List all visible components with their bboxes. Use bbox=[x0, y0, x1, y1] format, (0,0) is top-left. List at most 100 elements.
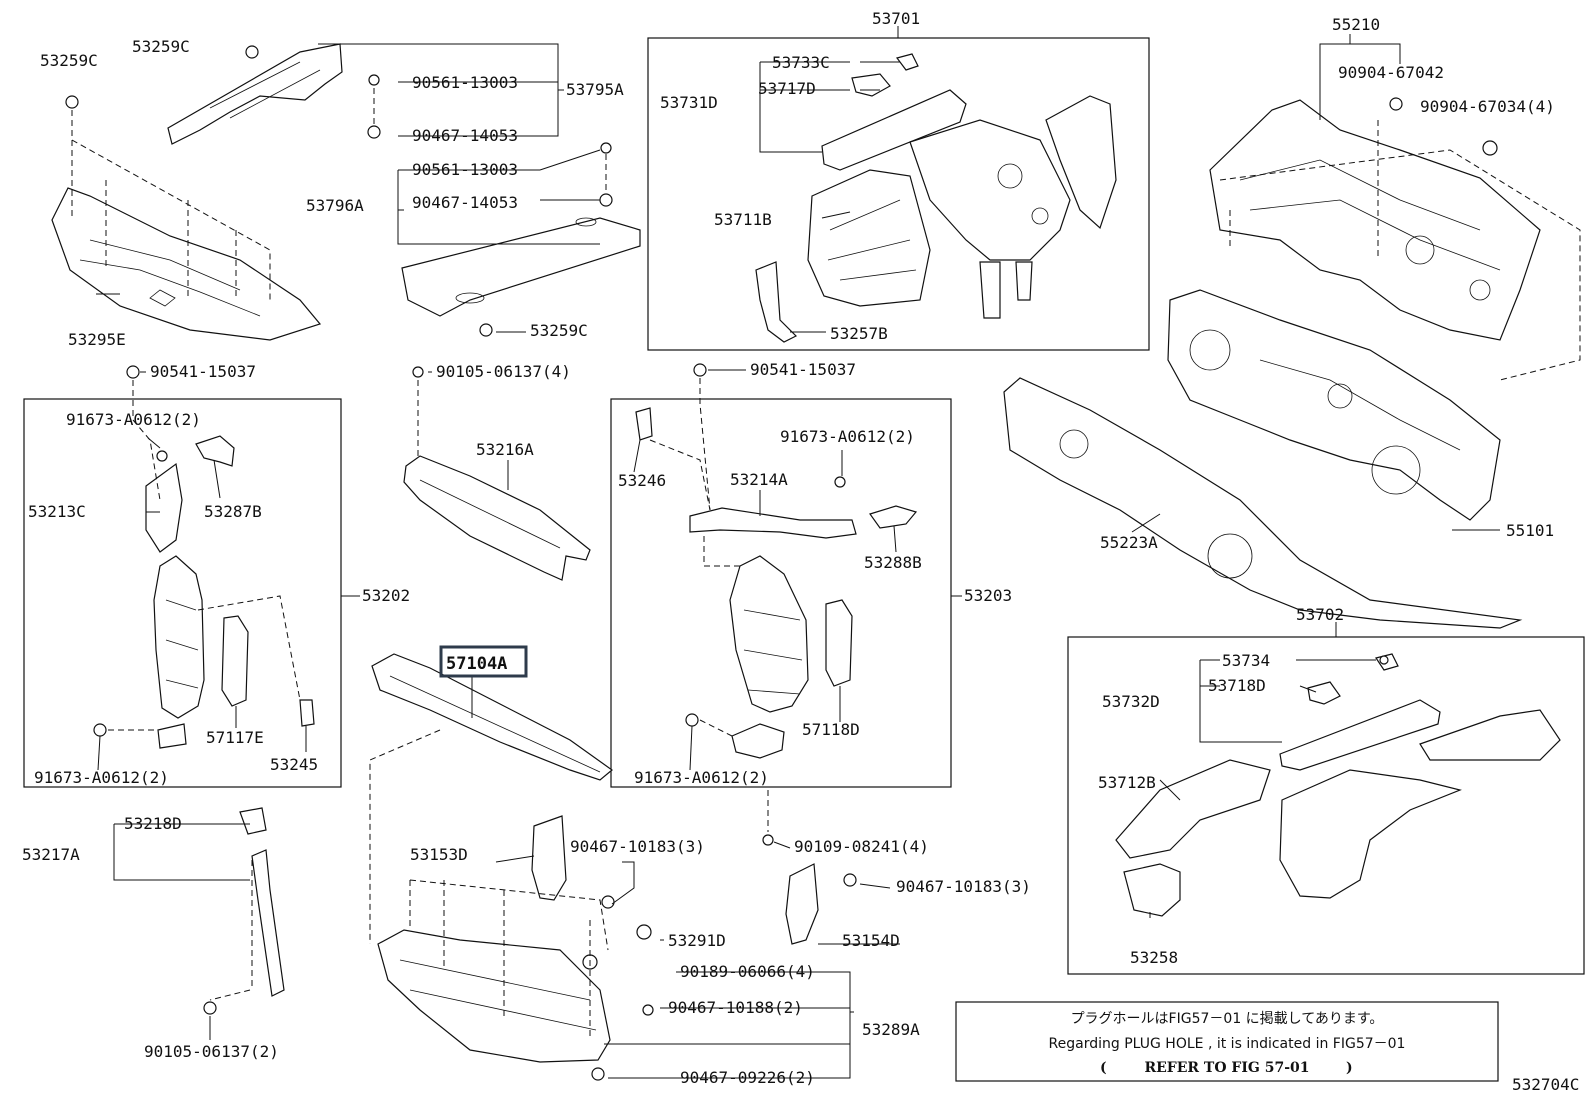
part-53717D[interactable] bbox=[851, 73, 891, 97]
part-53202-bracket[interactable] bbox=[157, 723, 187, 749]
label-57117E[interactable]: 57117E bbox=[206, 728, 264, 747]
assembly-dashes bbox=[71, 88, 1581, 1040]
label-90904-67034[interactable]: 90904-67034(4) bbox=[1420, 97, 1555, 116]
note-reference: REFER TO FIG 57-01 bbox=[1144, 1060, 1309, 1076]
part-53154D[interactable] bbox=[785, 863, 819, 945]
part-53701-apron[interactable] bbox=[909, 95, 1117, 319]
label-91673-A0612[interactable]: 91673-A0612(2) bbox=[780, 427, 915, 446]
label-57118D[interactable]: 57118D bbox=[802, 720, 860, 739]
label-53246[interactable]: 53246 bbox=[618, 471, 666, 490]
label-53702[interactable]: 53702 bbox=[1296, 605, 1344, 624]
part-53287B[interactable] bbox=[195, 435, 235, 467]
label-90541-15037[interactable]: 90541-15037 bbox=[750, 360, 856, 379]
part-53711B[interactable] bbox=[807, 169, 931, 307]
label-90561-13003[interactable]: 90561-13003 bbox=[412, 73, 518, 92]
label-53203[interactable]: 53203 bbox=[964, 586, 1012, 605]
label-53245[interactable]: 53245 bbox=[270, 755, 318, 774]
label-53213C[interactable]: 53213C bbox=[28, 502, 86, 521]
label-53216A[interactable]: 53216A bbox=[476, 440, 534, 459]
label-53218D[interactable]: 53218D bbox=[124, 814, 182, 833]
label-53732D[interactable]: 53732D bbox=[1102, 692, 1160, 711]
label-53202[interactable]: 53202 bbox=[362, 586, 410, 605]
label-53153D[interactable]: 53153D bbox=[410, 845, 468, 864]
label-53733C[interactable]: 53733C bbox=[772, 53, 830, 72]
label-90105-06137[interactable]: 90105-06137(2) bbox=[144, 1042, 279, 1061]
part-53245[interactable] bbox=[299, 699, 315, 727]
label-53217A[interactable]: 53217A bbox=[22, 845, 80, 864]
part-55210[interactable] bbox=[1209, 99, 1541, 341]
part-53731D[interactable] bbox=[821, 89, 967, 171]
label-90904-67042[interactable]: 90904-67042 bbox=[1338, 63, 1444, 82]
part-55223A[interactable] bbox=[1003, 377, 1523, 629]
part-53289A[interactable] bbox=[377, 929, 611, 1063]
label-53717D[interactable]: 53717D bbox=[758, 79, 816, 98]
label-53711B[interactable]: 53711B bbox=[714, 210, 772, 229]
part-53213C[interactable] bbox=[145, 462, 183, 553]
label-55223A[interactable]: 55223A bbox=[1100, 533, 1158, 552]
part-53214A[interactable] bbox=[689, 507, 857, 539]
frame-53203 bbox=[610, 398, 952, 788]
label-90467-14053[interactable]: 90467-14053 bbox=[412, 126, 518, 145]
part-53216A[interactable] bbox=[403, 455, 591, 581]
part-53702-apron[interactable] bbox=[1279, 709, 1561, 899]
part-53796A[interactable] bbox=[401, 217, 641, 317]
label-91673-A0612[interactable]: 91673-A0612(2) bbox=[34, 768, 169, 787]
label-53795A[interactable]: 53795A bbox=[566, 80, 624, 99]
label-53712B[interactable]: 53712B bbox=[1098, 773, 1156, 792]
part-53712B[interactable] bbox=[1115, 759, 1271, 859]
label-53259C[interactable]: 53259C bbox=[132, 37, 190, 56]
label-55101[interactable]: 55101 bbox=[1506, 521, 1554, 540]
part-53257B[interactable] bbox=[755, 261, 798, 343]
label-53259C[interactable]: 53259C bbox=[530, 321, 588, 340]
label-90109-08241[interactable]: 90109-08241(4) bbox=[794, 837, 929, 856]
label-55210[interactable]: 55210 bbox=[1332, 15, 1380, 34]
label-53154D[interactable]: 53154D bbox=[842, 931, 900, 950]
label-53718D[interactable]: 53718D bbox=[1208, 676, 1266, 695]
label-90467-10183[interactable]: 90467-10183(3) bbox=[896, 877, 1031, 896]
label-90105-06137[interactable]: 90105-06137(4) bbox=[436, 362, 571, 381]
part-53795A[interactable] bbox=[167, 43, 343, 145]
label-53796A[interactable]: 53796A bbox=[306, 196, 364, 215]
label-53291D[interactable]: 53291D bbox=[668, 931, 726, 950]
label-90561-13003[interactable]: 90561-13003 bbox=[412, 160, 518, 179]
label-53214A[interactable]: 53214A bbox=[730, 470, 788, 489]
part-53217A[interactable] bbox=[251, 849, 285, 997]
part-53288B[interactable] bbox=[869, 505, 918, 529]
label-90467-14053[interactable]: 90467-14053 bbox=[412, 193, 518, 212]
part-53246[interactable] bbox=[635, 407, 653, 441]
part-53203-panel[interactable] bbox=[729, 555, 809, 713]
label-90541-15037[interactable]: 90541-15037 bbox=[150, 362, 256, 381]
label-53258[interactable]: 53258 bbox=[1130, 948, 1178, 967]
part-53258[interactable] bbox=[1123, 863, 1181, 917]
part-53153D[interactable] bbox=[531, 815, 567, 901]
part-53203-bracket[interactable] bbox=[731, 723, 785, 759]
label-91673-A0612[interactable]: 91673-A0612(2) bbox=[66, 410, 201, 429]
label-53734[interactable]: 53734 bbox=[1222, 651, 1270, 670]
part-labels: 53701 55210 53259C 53259C 53733C 53731D … bbox=[22, 9, 1555, 1087]
label-90189-06066[interactable]: 90189-06066(4) bbox=[680, 962, 815, 981]
part-53202-panel[interactable] bbox=[153, 555, 205, 719]
figure-code: 532704C bbox=[1512, 1075, 1579, 1094]
part-55101[interactable] bbox=[1167, 289, 1501, 521]
label-53257B[interactable]: 53257B bbox=[830, 324, 888, 343]
part-53218D[interactable] bbox=[239, 807, 267, 835]
label-90467-10188[interactable]: 90467-10188(2) bbox=[668, 998, 803, 1017]
label-53289A[interactable]: 53289A bbox=[862, 1020, 920, 1039]
label-53259C[interactable]: 53259C bbox=[40, 51, 98, 70]
label-57104A-highlighted[interactable]: 57104A bbox=[446, 654, 507, 674]
part-53295E[interactable] bbox=[51, 187, 322, 341]
part-53718D[interactable] bbox=[1307, 681, 1341, 705]
part-57104A[interactable] bbox=[371, 653, 613, 781]
part-53733C[interactable] bbox=[895, 53, 919, 71]
part-53732D[interactable] bbox=[1279, 699, 1441, 771]
part-57117E[interactable] bbox=[221, 615, 249, 707]
label-90467-10183[interactable]: 90467-10183(3) bbox=[570, 837, 705, 856]
label-53731D[interactable]: 53731D bbox=[660, 93, 718, 112]
label-91673-A0612[interactable]: 91673-A0612(2) bbox=[634, 768, 769, 787]
label-53701[interactable]: 53701 bbox=[872, 9, 920, 28]
label-90467-09226[interactable]: 90467-09226(2) bbox=[680, 1068, 815, 1087]
label-53288B[interactable]: 53288B bbox=[864, 553, 922, 572]
label-53295E[interactable]: 53295E bbox=[68, 330, 126, 349]
part-57118D[interactable] bbox=[825, 599, 853, 687]
label-53287B[interactable]: 53287B bbox=[204, 502, 262, 521]
